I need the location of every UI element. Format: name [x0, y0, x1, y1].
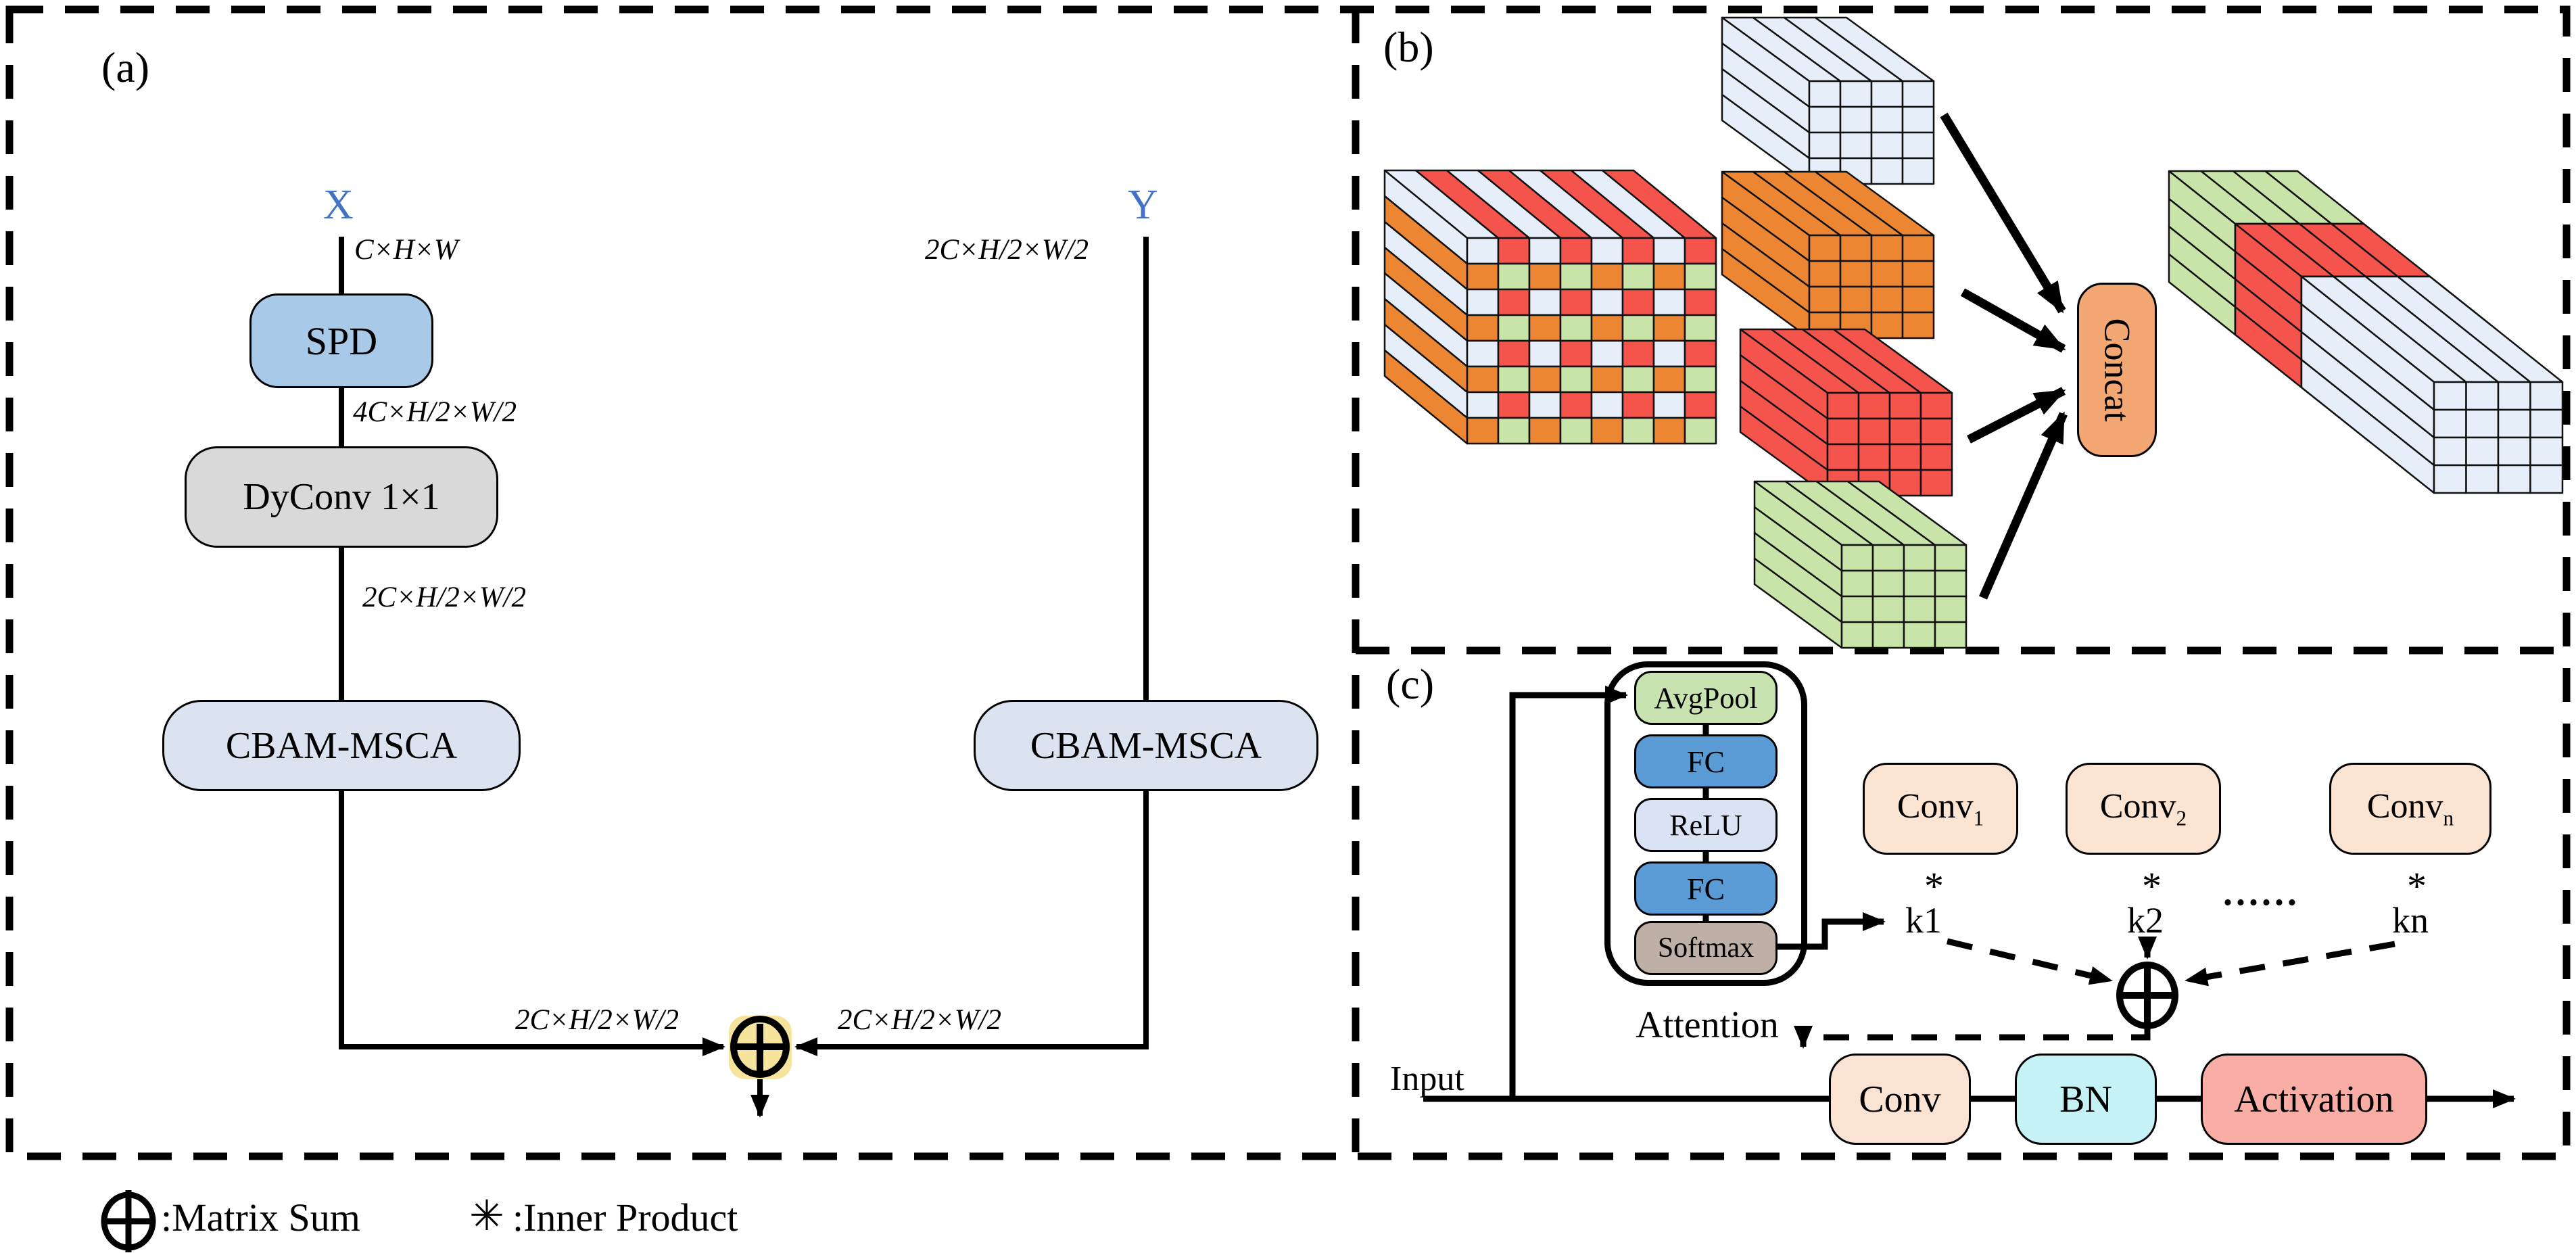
input-label: Input: [1390, 1060, 1464, 1098]
attention-title: Attention: [1636, 1004, 1779, 1046]
activation-label: Activation: [2234, 1078, 2394, 1120]
cbam-msca-left-label: CBAM-MSCA: [225, 724, 458, 767]
cbam-msca-right-box: CBAM-MSCA: [974, 700, 1318, 791]
arrow-cube4-to-concat: [1979, 411, 2068, 600]
kn-star: *: [2407, 864, 2427, 908]
softmax-box: Softmax: [1634, 921, 1778, 975]
cbam-msca-left-box: CBAM-MSCA: [162, 700, 521, 791]
convn-label: Convn: [2366, 787, 2454, 830]
k2-label: k2: [2127, 900, 2164, 941]
activation-box: Activation: [2201, 1054, 2427, 1145]
arrow-cube3-to-concat: [1967, 387, 2066, 444]
attention-container: [1604, 661, 1807, 986]
fc2-label: FC: [1686, 871, 1725, 906]
fc1-label: FC: [1686, 744, 1725, 779]
conv-label: Conv: [1859, 1078, 1941, 1120]
conv-box: Conv: [1829, 1054, 1971, 1145]
ellipsis-dots: ......: [2223, 872, 2300, 914]
panel-a-letter: (a): [101, 43, 150, 91]
bn-label: BN: [2059, 1078, 2112, 1120]
legend-product-text: :Inner Product: [512, 1196, 738, 1239]
panel-c-letter: (c): [1386, 660, 1435, 708]
avgpool-box: AvgPool: [1634, 671, 1778, 725]
legend-sum-text: :Matrix Sum: [161, 1196, 360, 1239]
spd-box: SPD: [249, 293, 433, 388]
dyconv-label: DyConv 1×1: [243, 476, 440, 518]
arrow-cube2-to-concat: [1960, 288, 2066, 353]
dim-after-spd: 4C×H/2×W/2: [353, 396, 517, 428]
k1-dashed-to-sum: [1946, 938, 2113, 985]
legend-product-icon: ✳: [469, 1193, 504, 1239]
dashed-borders: [5, 5, 2571, 1160]
sum-dashed-feedback: [1803, 1028, 2151, 1041]
k2-star: *: [2142, 864, 2162, 908]
panel-c-dashed-lines: [1803, 938, 2395, 1041]
conv2-label: Conv2: [2099, 787, 2187, 830]
dim-x: C×H×W: [354, 234, 458, 266]
dim-after-dyconv: 2C×H/2×W/2: [362, 582, 526, 613]
avgpool-label: AvgPool: [1654, 681, 1758, 715]
conv1-box: Conv1: [1863, 763, 2018, 855]
conv2-box: Conv2: [2066, 763, 2221, 855]
kn-label: kn: [2392, 900, 2429, 941]
input-y-label: Y: [1128, 182, 1158, 228]
matrix-sum-node: [729, 1016, 792, 1079]
fc2-box: FC: [1634, 861, 1778, 916]
dim-y: 2C×H/2×W/2: [925, 234, 1089, 266]
line-cbam-right-to-sum: [794, 791, 1149, 1056]
k1-label: k1: [1905, 900, 1942, 941]
tensor-cubes: [1383, 16, 2564, 649]
dyconv-box: DyConv 1×1: [185, 446, 498, 548]
dim-sum-left: 2C×H/2×W/2: [515, 1004, 679, 1036]
k1-star: *: [1924, 864, 1944, 908]
relu-box: ReLU: [1634, 798, 1778, 852]
convn-box: Convn: [2329, 763, 2491, 855]
legend-sum-icon: [101, 1190, 156, 1252]
input-x-label: X: [323, 182, 354, 228]
line-cbam-left-to-sum: [339, 791, 725, 1056]
panel-b-letter: (b): [1383, 23, 1434, 71]
softmax-label: Softmax: [1657, 932, 1755, 964]
panel-a-lines: [339, 237, 1149, 1118]
dim-sum-right: 2C×H/2×W/2: [838, 1004, 1001, 1036]
input-feedback-to-avgpool: [1509, 686, 1628, 1099]
panel-b-arrows: [1940, 112, 2068, 600]
kernel-sum-node: [2116, 962, 2178, 1029]
spd-label: SPD: [305, 318, 378, 363]
concat-label: Concat: [2097, 318, 2137, 422]
concat-box: Concat: [2077, 283, 2157, 457]
kn-dashed-to-sum: [2185, 941, 2395, 987]
conv1-label: Conv1: [1897, 787, 1984, 830]
arrow-cube1-to-concat: [1940, 112, 2066, 314]
outer-border: [5, 5, 2571, 1160]
bn-box: BN: [2015, 1054, 2157, 1145]
fc1-box: FC: [1634, 734, 1778, 788]
cbam-msca-right-label: CBAM-MSCA: [1030, 724, 1262, 767]
relu-label: ReLU: [1669, 808, 1742, 842]
